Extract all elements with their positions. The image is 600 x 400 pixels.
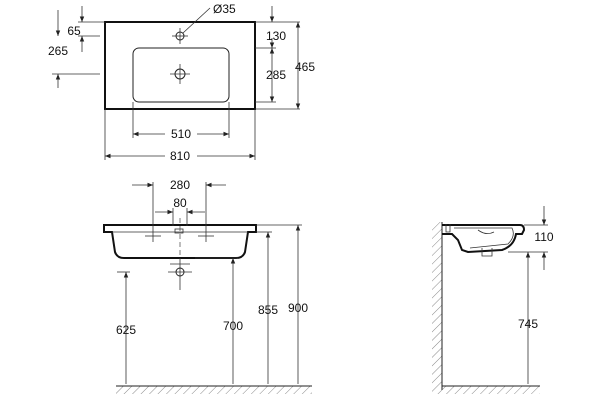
drain-symbol (170, 64, 190, 84)
dim-110-label: 110 (534, 230, 553, 244)
dim-65-label: 65 (67, 24, 81, 38)
waste-symbol (168, 258, 192, 290)
dim-265-label: 265 (48, 44, 68, 58)
floor-front (116, 385, 312, 394)
dim-700-label: 700 (223, 319, 243, 333)
basin-outline-top (104, 21, 256, 110)
dim-280-label: 280 (170, 178, 190, 192)
tap-hole-symbol (172, 28, 188, 44)
dim-745-label: 745 (518, 317, 538, 331)
front-tap-right (198, 230, 214, 242)
dim-855-label: 855 (258, 303, 278, 317)
dim-625-label: 625 (116, 323, 136, 337)
dim-285-label: 285 (266, 68, 286, 82)
diameter-leader (182, 7, 211, 34)
front-view: 280 80 625 700 855 900 (103, 178, 312, 394)
hole-diameter-label: Ø35 (213, 2, 236, 16)
bowl-outline-top (132, 47, 230, 103)
side-view: 110 745 (432, 206, 554, 394)
wall-side (432, 222, 443, 394)
dim-130-label: 130 (266, 29, 286, 43)
dim-810-label: 810 (170, 149, 190, 163)
top-view: Ø35 65 265 130 285 465 (48, 2, 315, 163)
dim-80-label: 80 (173, 196, 187, 210)
dim-510-label: 510 (171, 127, 191, 141)
basin-outline-side (442, 224, 526, 254)
floor-side (442, 385, 540, 394)
dim-465-label: 465 (295, 60, 315, 74)
dim-900-label: 900 (288, 301, 308, 315)
front-tap-left (145, 230, 161, 242)
overflow-slot (174, 228, 184, 234)
